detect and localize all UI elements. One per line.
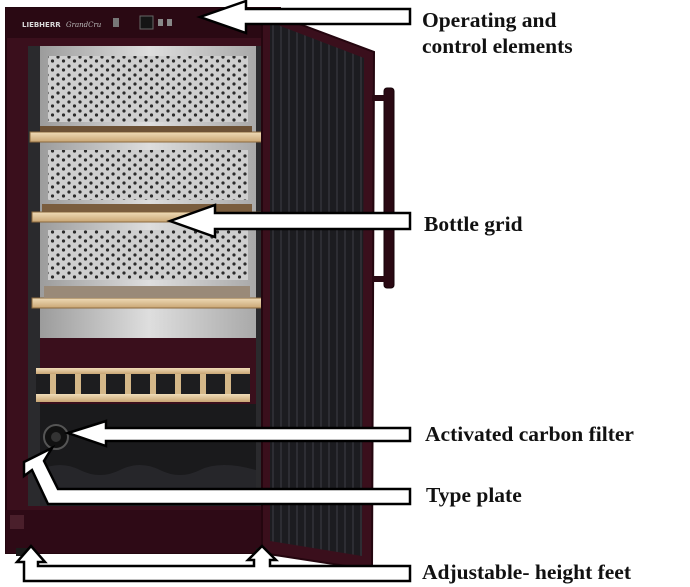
series-logo: GrandCru — [66, 21, 102, 29]
callout-bottle-grid: Bottle grid — [424, 212, 523, 236]
left-rail — [28, 46, 40, 506]
door-handle — [383, 87, 395, 289]
bottle-grid-4 — [36, 368, 250, 402]
perforated-panel-3 — [48, 230, 248, 280]
callout-type-plate: Type plate — [426, 483, 522, 507]
callout-adjustable-feet: Adjustable- height feet — [422, 560, 632, 584]
callout-carbon-filter: Activated carbon filter — [425, 422, 634, 446]
type-plate-area — [10, 515, 24, 529]
arrow-carbon-filter — [63, 419, 412, 448]
arrow-type-plate — [22, 444, 412, 506]
control-buttons — [113, 15, 172, 30]
callout-arrows — [14, 0, 412, 583]
arrow-bottle-grid — [166, 203, 412, 239]
perforated-panel-2 — [48, 150, 248, 200]
bottle-grid-3 — [31, 286, 263, 309]
perforated-panel-1 — [48, 56, 248, 122]
arrow-feet — [14, 544, 412, 583]
plinth — [6, 510, 280, 553]
callout-operating-control: Operating and control elements — [422, 8, 573, 60]
callout-operating-line2: control elements — [422, 33, 573, 58]
bottle-grid-1 — [29, 126, 263, 143]
brand-logo: LIEBHERR — [22, 21, 61, 29]
callout-operating-line1: Operating and — [422, 8, 557, 32]
left-foot — [16, 548, 32, 556]
arrow-operating — [196, 0, 412, 35]
door-liner — [270, 22, 364, 556]
